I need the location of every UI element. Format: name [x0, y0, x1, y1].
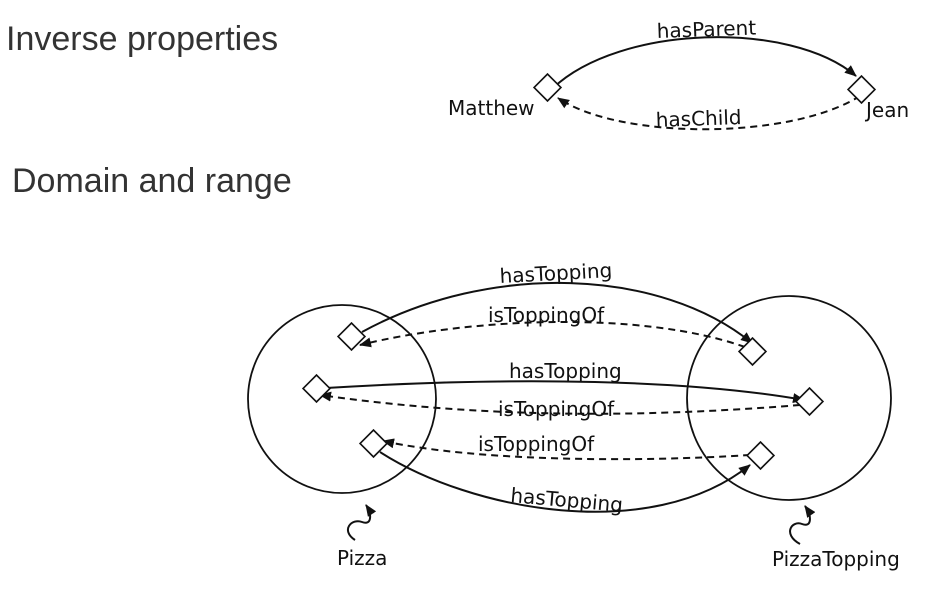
topping-individual-node-1 [737, 336, 768, 367]
pizza-individual-node-3 [358, 428, 389, 459]
pizza-class-label: Pizza [337, 546, 387, 570]
is-topping-of-label-middle: isToppingOf [498, 397, 615, 421]
pizza-individual-node-1 [336, 321, 367, 352]
has-parent-arrow [552, 36, 857, 89]
section-title-inverse-properties: Inverse properties [6, 20, 279, 58]
pizza-callout-squiggle [346, 504, 377, 541]
pizza-individual-node-2 [301, 373, 332, 404]
topping-individual-node-2 [794, 386, 825, 417]
pizza-topping-class-label: PizzaTopping [772, 547, 900, 571]
is-topping-of-arrow-bottom [382, 438, 751, 461]
jean-node [846, 74, 877, 105]
pizza-topping-class-circle [686, 295, 892, 501]
pizza-class-circle [247, 304, 437, 494]
pizza-topping-callout-squiggle [789, 505, 816, 545]
inverse-properties-diagram: hasParent hasChild Matthew Jean [448, 16, 909, 132]
has-topping-arrow-bottom [379, 451, 751, 513]
has-child-arrow [557, 95, 861, 131]
matthew-node [532, 72, 563, 103]
is-topping-of-arrow-top [359, 321, 746, 348]
has-topping-label-middle: hasTopping [509, 359, 622, 383]
domain-range-diagram: hasTopping isToppingOf hasTopping isTopp… [247, 258, 900, 571]
has-topping-arrow-middle [325, 380, 805, 404]
has-child-label: hasChild [655, 105, 742, 132]
jean-label: Jean [864, 98, 909, 122]
has-parent-label: hasParent [656, 16, 756, 43]
section-title-domain-and-range: Domain and range [12, 162, 292, 200]
topping-individual-node-3 [745, 440, 776, 471]
is-topping-of-arrow-middle [319, 391, 801, 415]
has-topping-label-bottom: hasTopping [510, 483, 624, 517]
has-topping-arrow-top [361, 281, 753, 344]
is-topping-of-label-bottom: isToppingOf [478, 432, 595, 456]
has-topping-label-top: hasTopping [499, 258, 613, 288]
is-topping-of-label-top: isToppingOf [488, 303, 605, 327]
matthew-label: Matthew [448, 96, 535, 120]
